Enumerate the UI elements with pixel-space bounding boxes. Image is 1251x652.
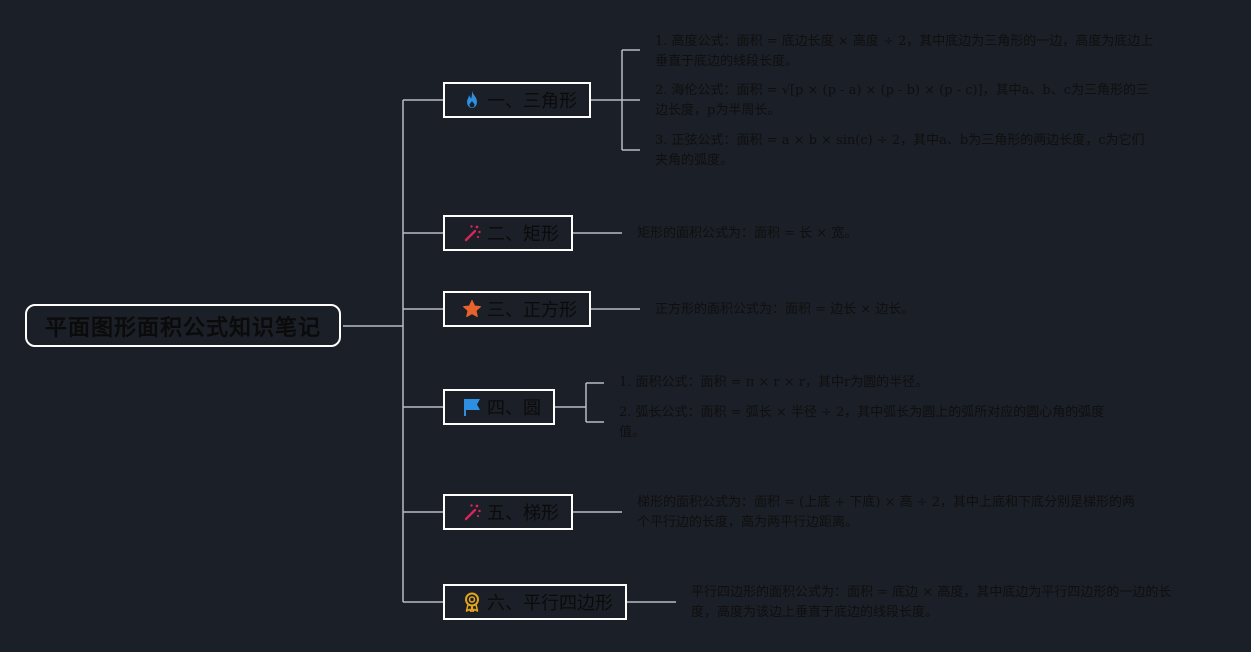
branch-rectangle-label: 二、矩形 xyxy=(487,224,559,245)
leaf-square-formula: 正方形的面积公式为：面积 = 边长 × 边长。 xyxy=(655,302,915,317)
leaf-triangle-sine-formula: 3. 正弦公式：面积 = a × b × sin(c) ÷ 2，其中a、b为三角… xyxy=(655,133,1145,168)
leaf-trapezoid-formula: 梯形的面积公式为：面积 = (上底 + 下底) × 高 ÷ 2，其中上底和下底分… xyxy=(637,495,1136,530)
branch-square[interactable]: 三、正方形 xyxy=(443,291,591,327)
branch-parallelogram-label: 六、平行四边形 xyxy=(487,593,613,614)
root-topic-label: 平面图形面积公式知识笔记 xyxy=(44,315,321,341)
flag-icon xyxy=(461,396,483,418)
branch-parallelogram[interactable]: 六、平行四边形 xyxy=(443,584,627,620)
branch-rectangle[interactable]: 二、矩形 xyxy=(443,215,573,251)
leaf-triangle-height-formula: 1. 高度公式：面积 = 底边长度 × 高度 ÷ 2，其中底边为三角形的一边，高… xyxy=(655,34,1154,69)
branch-trapezoid[interactable]: 五、梯形 xyxy=(443,494,573,530)
leaf-parallelogram-formula: 平行四边形的面积公式为：面积 = 底边 × 高度，其中底边为平行四边形的一边的长… xyxy=(691,585,1172,620)
branch-square-label: 三、正方形 xyxy=(487,300,577,321)
fire-icon xyxy=(461,89,483,111)
branch-circle[interactable]: 四、圆 xyxy=(443,389,555,425)
award-ribbon-icon xyxy=(461,591,483,613)
branch-trapezoid-label: 五、梯形 xyxy=(487,503,559,524)
leaf-triangle-heron-formula: 2. 海伦公式：面积 = √[p × (p - a) × (p - b) × (… xyxy=(655,83,1149,118)
root-topic[interactable]: 平面图形面积公式知识笔记 xyxy=(25,304,341,347)
leaf-circle-arc-formula: 2. 弧长公式：面积 = 弧长 × 半径 ÷ 2，其中弧长为圆上的弧所对应的圆心… xyxy=(619,405,1105,440)
leaf-rectangle-formula: 矩形的面积公式为：面积 = 长 × 宽。 xyxy=(637,226,858,241)
branch-triangle-label: 一、三角形 xyxy=(487,91,577,112)
branch-triangle[interactable]: 一、三角形 xyxy=(443,82,591,118)
star-icon xyxy=(461,298,483,320)
magic-wand-icon xyxy=(461,501,483,523)
branch-circle-label: 四、圆 xyxy=(487,398,541,419)
magic-wand-icon xyxy=(461,222,483,244)
leaf-circle-area-formula: 1. 面积公式：面积 = π × r × r，其中r为圆的半径。 xyxy=(619,375,929,390)
